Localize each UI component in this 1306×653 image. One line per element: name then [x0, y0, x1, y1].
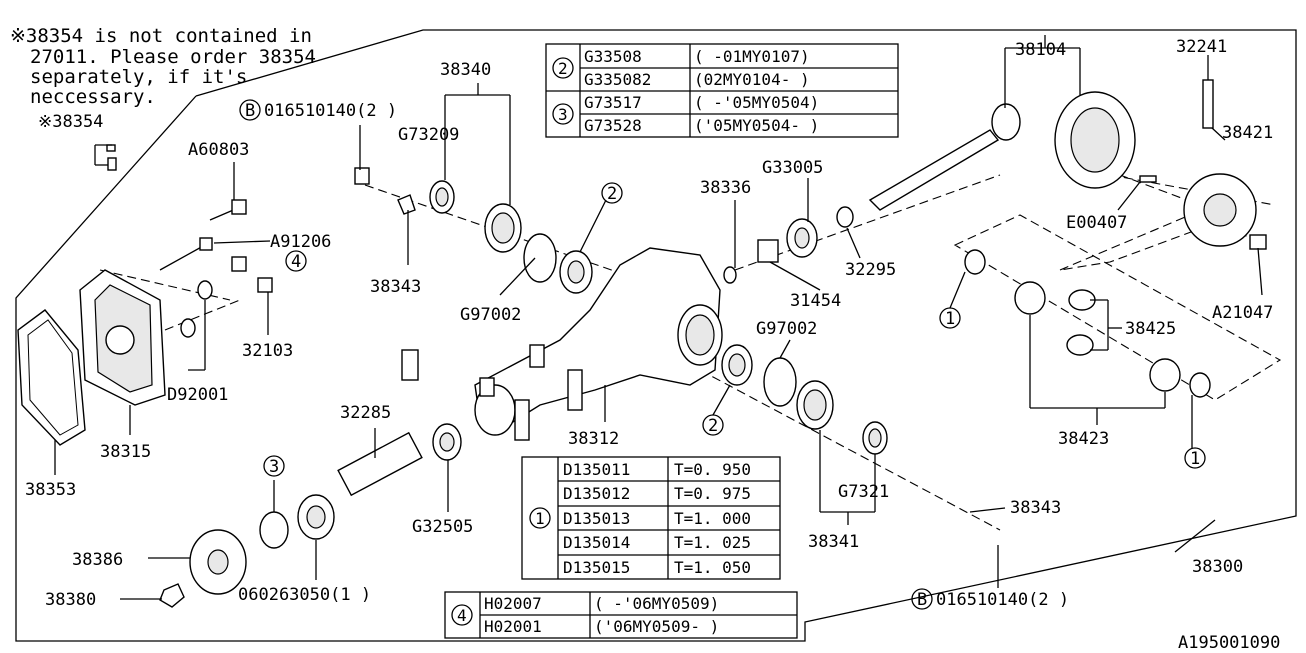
leader-lines	[54, 35, 1263, 600]
label-38425: 38425	[1125, 319, 1176, 339]
label-38423: 38423	[1058, 429, 1109, 449]
shim-part-3: D135013	[563, 509, 630, 528]
label-G97002-top: G97002	[460, 305, 521, 325]
note-line-4: neccessary.	[30, 86, 156, 108]
differential-gears	[964, 249, 1211, 398]
shim-thickness-5: T=1. 050	[674, 558, 751, 577]
label-38341: 38341	[808, 532, 859, 552]
shim-part-4: D135014	[563, 533, 630, 552]
table-top-range-3: ( -'05MY0504)	[694, 93, 819, 112]
shim-thickness-1: T=0. 950	[674, 460, 751, 479]
callout-2-top: 2	[607, 184, 617, 204]
callout-2-bottom: 2	[708, 416, 718, 436]
label-32285: 32285	[340, 403, 391, 423]
callout-1-left: 1	[945, 309, 955, 329]
table-bottom-range-2: ('06MY0509- )	[594, 617, 719, 636]
label-G32505: G32505	[412, 517, 473, 537]
label-A60803: A60803	[188, 140, 249, 160]
table-top-ref-2: 2	[558, 59, 568, 78]
shim-part-1: D135011	[563, 460, 630, 479]
table-bottom-part-1: H02007	[484, 594, 542, 613]
diagram-id: A195001090	[1178, 633, 1280, 653]
drive-pinion	[868, 79, 1267, 250]
bolts-left	[106, 144, 273, 338]
label-32241: 32241	[1176, 37, 1227, 57]
label-D92001: D92001	[167, 385, 228, 405]
table-top-part-1: G33508	[584, 47, 642, 66]
callout-1-left-circle	[939, 307, 961, 329]
label-38104: 38104	[1015, 40, 1066, 60]
bearing-parts	[159, 167, 888, 608]
table-shims: 1 D135011 T=0. 950 D135012 T=0. 975 D135…	[521, 456, 781, 580]
table-top: 2 3 G33508 ( -01MY0107) G335082 (02MY010…	[545, 43, 899, 138]
callout-1-right-circle	[1184, 447, 1206, 469]
table-bottom-range-1: ( -'06MY0509)	[594, 594, 719, 613]
label-38354: ※38354	[38, 112, 103, 132]
bolt-ref-bottom-circle	[911, 588, 933, 610]
table-top-part-3: G73517	[584, 93, 642, 112]
label-38336: 38336	[700, 178, 751, 198]
label-32295: 32295	[845, 260, 896, 280]
bolt-ref-bottom-letter: B	[917, 590, 927, 610]
shim-thickness-3: T=1. 000	[674, 509, 751, 528]
note-line-2: 27011. Please order 38354	[30, 46, 316, 68]
label-A91206: A91206	[270, 232, 331, 252]
rear-cover	[79, 269, 166, 406]
table-top-range-4: ('05MY0504- )	[694, 116, 819, 135]
gasket	[17, 309, 86, 446]
table-top-range-1: ( -01MY0107)	[694, 47, 810, 66]
callout-2-bottom-circle	[702, 414, 724, 436]
note-line-3: separately, if it's	[30, 66, 247, 88]
label-38386: 38386	[72, 550, 123, 570]
shim-part-2: D135012	[563, 484, 630, 503]
table-top-part-2: G335082	[584, 70, 651, 89]
label-38343-bottom: 38343	[1010, 498, 1061, 518]
bolt-ref-top: 016510140(2 )	[264, 101, 397, 121]
label-38380: 38380	[45, 590, 96, 610]
shim-part-5: D135015	[563, 558, 630, 577]
table-shims-ref: 1	[535, 509, 545, 528]
label-G7321: G7321	[838, 482, 889, 502]
assembly-boundary	[15, 29, 1297, 642]
callout-4: 4	[291, 252, 301, 272]
label-38300: 38300	[1192, 557, 1243, 577]
label-38340: 38340	[440, 60, 491, 80]
diff-carrier-housing	[474, 247, 723, 441]
bolt-ref-bottom: 016510140(2 )	[936, 590, 1069, 610]
table-top-ref-3: 3	[558, 105, 568, 124]
label-38312: 38312	[568, 429, 619, 449]
table-top-part-4: G73528	[584, 116, 642, 135]
table-bottom-ref: 4	[457, 606, 467, 625]
table-top-range-2: (02MY0104- )	[694, 70, 810, 89]
bolt-ref-top-circle	[239, 99, 261, 121]
table-bottom: 4 H02007 ( -'06MY0509) H02001 ('06MY0509…	[444, 591, 798, 639]
callout-4-circle	[285, 250, 307, 272]
table-bottom-part-2: H02001	[484, 617, 542, 636]
label-38315: 38315	[100, 442, 151, 462]
label-31454: 31454	[790, 291, 841, 311]
label-G73209: G73209	[398, 125, 459, 145]
label-E00407: E00407	[1066, 213, 1127, 233]
callout-3-circle	[263, 455, 285, 477]
note-line-1: ※38354 is not contained in	[10, 25, 312, 47]
label-32103: 32103	[242, 341, 293, 361]
shim-thickness-4: T=1. 025	[674, 533, 751, 552]
label-38421: 38421	[1222, 123, 1273, 143]
label-38343-top: 38343	[370, 277, 421, 297]
label-A21047: A21047	[1212, 303, 1273, 323]
shim-thickness-2: T=0. 975	[674, 484, 751, 503]
label-G97002-bottom: G97002	[756, 319, 817, 339]
callout-1-right: 1	[1190, 449, 1200, 469]
label-38353: 38353	[25, 480, 76, 500]
callout-2-top-circle	[601, 182, 623, 204]
callout-3: 3	[269, 457, 279, 477]
label-G33005: G33005	[762, 158, 823, 178]
label-060263050: 060263050(1 )	[238, 585, 371, 605]
bolt-ref-top-letter: B	[245, 101, 255, 121]
